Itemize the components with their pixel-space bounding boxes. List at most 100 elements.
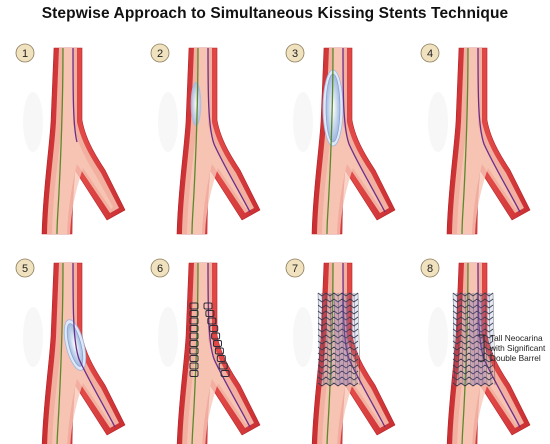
guidewire-side bbox=[207, 262, 251, 428]
stent-mesh-row bbox=[452, 334, 494, 339]
stent-body bbox=[453, 293, 493, 385]
stent-mesh-row bbox=[452, 310, 494, 315]
stent-mesh-row bbox=[317, 316, 359, 321]
panel-6: 6 bbox=[150, 258, 261, 444]
step-number: 3 bbox=[292, 48, 298, 60]
annotation-text: Tall Neocarina bbox=[490, 333, 543, 343]
vessel-lumen-highlight bbox=[187, 48, 248, 234]
stent-mesh-col bbox=[349, 292, 353, 386]
stent-strut bbox=[189, 302, 199, 310]
annotation-text: with Significant bbox=[489, 343, 546, 353]
guidewire-main bbox=[191, 262, 199, 444]
stent-mesh-row bbox=[452, 304, 494, 309]
balloon-small bbox=[190, 81, 202, 127]
stent-mesh-row bbox=[317, 328, 359, 333]
stent-body bbox=[318, 293, 358, 385]
stent-mesh-col bbox=[480, 292, 484, 386]
background-smudge bbox=[293, 92, 313, 152]
crimped-stents bbox=[189, 302, 230, 377]
stent-strut bbox=[189, 325, 199, 332]
stent-mesh-row bbox=[317, 340, 359, 345]
stent-mesh-col bbox=[488, 292, 492, 386]
stent-mesh-row bbox=[317, 334, 359, 339]
vessel-lumen-highlight bbox=[322, 263, 383, 444]
guidewire-main bbox=[461, 262, 469, 444]
stent-strut bbox=[203, 302, 213, 310]
stent-mesh-row bbox=[452, 376, 494, 381]
background-smudge bbox=[428, 307, 448, 367]
stent-strut bbox=[205, 310, 215, 317]
stent-mesh-col bbox=[472, 292, 476, 386]
stent-strut bbox=[213, 340, 222, 347]
step-badge bbox=[420, 43, 440, 63]
stent-mesh-row bbox=[317, 370, 359, 375]
stent-mesh-col bbox=[452, 292, 456, 386]
background-smudge bbox=[23, 92, 43, 152]
vessel-lumen-highlight bbox=[457, 48, 518, 234]
step-badge bbox=[285, 43, 305, 63]
stent-mesh-col bbox=[357, 292, 361, 386]
stent-strut bbox=[214, 347, 224, 355]
step-number: 4 bbox=[427, 48, 433, 60]
panel-2: 2 bbox=[150, 43, 261, 235]
stent-strut bbox=[189, 370, 199, 377]
stent-mesh-col bbox=[321, 292, 325, 386]
stent-mesh-row bbox=[317, 322, 359, 327]
panel-1: 1 bbox=[15, 43, 126, 235]
guidewire-side bbox=[207, 47, 251, 213]
stent-mesh-col bbox=[325, 292, 329, 386]
background-smudge bbox=[23, 307, 43, 367]
stent-strut bbox=[189, 332, 199, 340]
panel-5: 5 bbox=[15, 258, 126, 444]
stent-mesh-row bbox=[452, 316, 494, 321]
stent-strut bbox=[216, 355, 226, 362]
vessel-lumen-highlight bbox=[52, 48, 113, 234]
annotation-bracket bbox=[478, 334, 485, 362]
stent-mesh-col bbox=[460, 292, 464, 386]
guidewire-side bbox=[342, 47, 386, 213]
stent-mesh-col bbox=[476, 292, 480, 386]
stent-mesh-row bbox=[317, 382, 359, 387]
stent-strut bbox=[211, 332, 221, 340]
stent-mesh-col bbox=[456, 292, 460, 386]
step-badge bbox=[285, 258, 305, 278]
stent-mesh-col bbox=[353, 292, 357, 386]
stent-mesh-row bbox=[452, 364, 494, 369]
step-badge bbox=[420, 258, 440, 278]
guidewire-main bbox=[56, 262, 64, 444]
guidewire-main bbox=[56, 47, 64, 235]
step-badge bbox=[15, 258, 35, 278]
balloon-branch bbox=[66, 323, 84, 367]
guidewire-side bbox=[72, 47, 78, 143]
step-number: 8 bbox=[427, 263, 433, 275]
stent-strut bbox=[220, 370, 230, 377]
stent-mesh-row bbox=[452, 340, 494, 345]
step-badge bbox=[150, 258, 170, 278]
stent-strut bbox=[209, 325, 219, 332]
guidewire-main bbox=[461, 47, 469, 235]
guidewire-main bbox=[326, 47, 334, 235]
annotation-text: Double Barrel bbox=[490, 353, 541, 363]
panel-4: 4 bbox=[420, 43, 531, 235]
step-number: 6 bbox=[157, 263, 163, 275]
step-number: 1 bbox=[22, 48, 28, 60]
stent-strut bbox=[189, 347, 199, 355]
background-smudge bbox=[158, 307, 178, 367]
stent-mesh-row bbox=[317, 364, 359, 369]
background-smudge bbox=[158, 92, 178, 152]
guidewire-side bbox=[477, 47, 521, 213]
step-badge bbox=[15, 43, 35, 63]
step-badge bbox=[150, 43, 170, 63]
step-number: 2 bbox=[157, 48, 163, 60]
stent-mesh-row bbox=[317, 310, 359, 315]
stent-strut bbox=[189, 355, 199, 362]
stent-mesh-col bbox=[317, 292, 321, 386]
panel-7: 7 bbox=[285, 258, 396, 444]
stent-mesh-col bbox=[484, 292, 488, 386]
stent-mesh-col bbox=[337, 292, 341, 386]
stent-mesh-col bbox=[329, 292, 333, 386]
stent-strut bbox=[218, 362, 228, 370]
stent-mesh-row bbox=[452, 370, 494, 375]
